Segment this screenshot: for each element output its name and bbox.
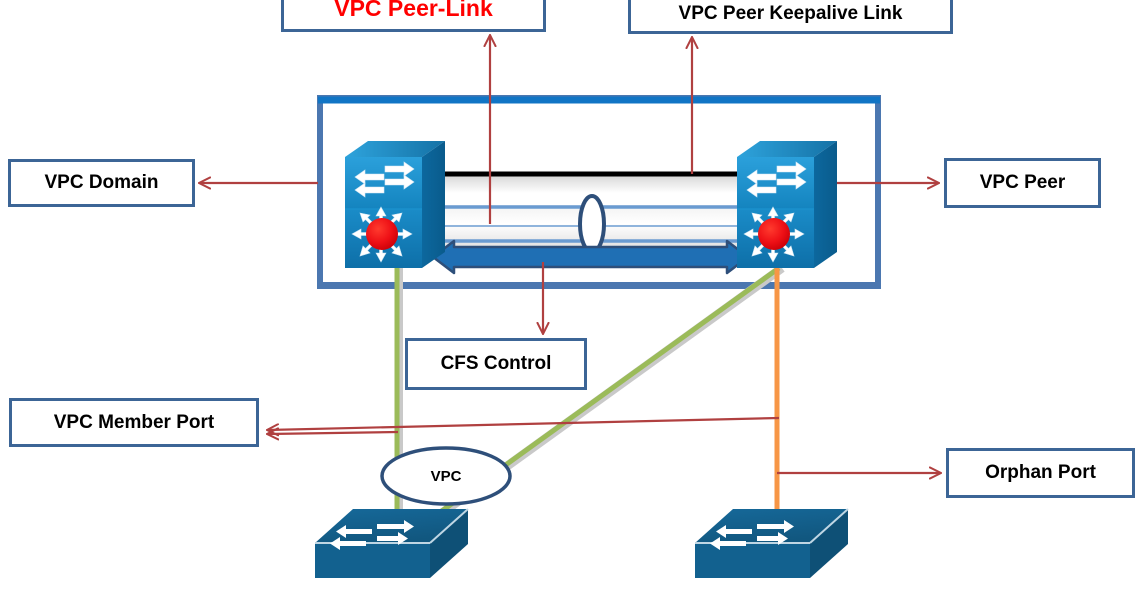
- label-vpc-peer-text: VPC Peer: [979, 172, 1066, 193]
- label-vpc-member-port-text: VPC Member Port: [53, 411, 215, 433]
- vpc-domain-box: [317, 95, 881, 289]
- label-cfs-control-text: CFS Control: [440, 353, 552, 374]
- label-vpc-peer-keepalive-link[interactable]: VPC Peer Keepalive Link: [628, 0, 953, 34]
- label-vpc-domain-text: VPC Domain: [44, 172, 159, 193]
- switch-bottom-left[interactable]: [315, 508, 469, 578]
- arrow-to-vpc-member-port-a: [268, 416, 780, 430]
- link-cfs-control-arrow: [431, 239, 750, 275]
- arrow-to-vpc-member-port-b: [268, 432, 399, 434]
- label-orphan-port[interactable]: Orphan Port: [946, 448, 1135, 498]
- label-orphan-port-text: Orphan Port: [985, 462, 1096, 483]
- annotation-arrows: [200, 36, 940, 473]
- label-vpc-peer-link[interactable]: VPC Peer-Link: [281, 0, 546, 32]
- label-vpc-domain[interactable]: VPC Domain: [8, 159, 195, 207]
- switch-left-peer[interactable]: [345, 141, 445, 268]
- label-vpc-peer-link-text: VPC Peer-Link: [334, 0, 493, 21]
- link-peer-keepalive: [434, 171, 750, 193]
- link-peer-link-pipe: [434, 194, 750, 254]
- label-vpc-member-port[interactable]: VPC Member Port: [9, 398, 259, 447]
- label-vpc-peer[interactable]: VPC Peer: [944, 158, 1101, 208]
- label-cfs-control[interactable]: CFS Control: [405, 338, 587, 390]
- switch-right-peer[interactable]: [737, 141, 837, 268]
- switch-bottom-right[interactable]: [695, 508, 849, 578]
- vpc-ellipse-shape: [380, 446, 512, 506]
- label-vpc-peer-keepalive-link-text: VPC Peer Keepalive Link: [678, 3, 903, 24]
